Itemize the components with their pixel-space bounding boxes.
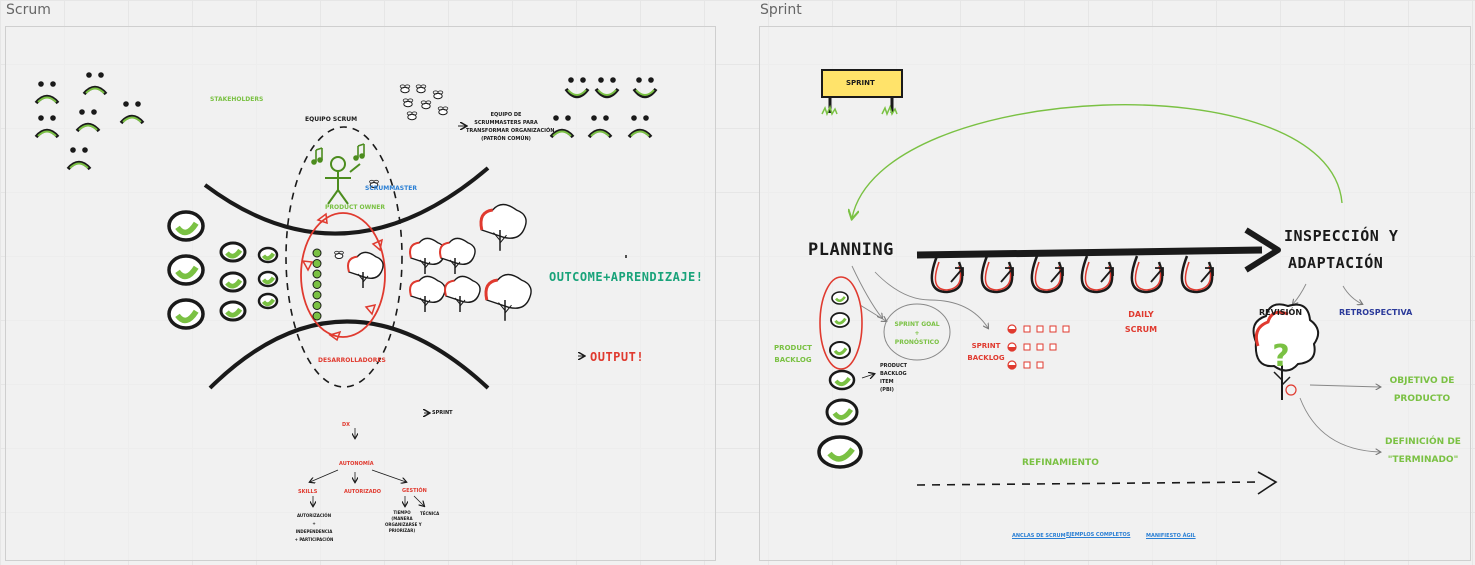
link-manifiesto-agil[interactable]: MANIFIESTO ÁGIL bbox=[1146, 533, 1196, 539]
gestion-sub-line2: (MANERA bbox=[391, 516, 413, 521]
stakeholder-faces-icon bbox=[34, 72, 145, 171]
label-autorizado: AUTORIZADO bbox=[344, 489, 382, 495]
label-desarrolladores: DESARROLLADORES bbox=[318, 357, 386, 364]
skills-sub-line1: AUTORIZACIÓN bbox=[296, 513, 332, 518]
sprint-backlog-line2: BACKLOG bbox=[967, 354, 1005, 362]
label-equipo-scrum: EQUIPO SCRUM bbox=[305, 116, 358, 123]
label-outcome: OUTCOME+APRENDIZAJE! bbox=[549, 270, 704, 284]
label-scrummaster: SCRUMMASTER bbox=[365, 185, 417, 192]
team-dashed-ellipse bbox=[285, 126, 403, 388]
label-skills-sub: AUTORIZACIÓN + INDEPENDENCIA + PARTICIPA… bbox=[293, 512, 335, 544]
product-backlog-items-icon bbox=[817, 291, 863, 469]
label-sprint-backlog: SPRINT BACKLOG bbox=[962, 340, 1010, 364]
label-output: OUTPUT! bbox=[590, 350, 645, 364]
label-dx: DX bbox=[342, 422, 351, 428]
label-gestion-sub: TIEMPO (MANERA ORGANIZARSE Y PRIORIZAR) bbox=[385, 510, 422, 534]
feedback-loop-arrow bbox=[852, 104, 1343, 218]
gestion-sub-line1: TIEMPO bbox=[393, 510, 411, 515]
label-objetivo-producto: OBJETIVO DE PRODUCTO bbox=[1382, 372, 1462, 408]
review-question-tree-icon: ? bbox=[1252, 303, 1320, 400]
definicion-line1: DEFINICIÓN DE bbox=[1385, 437, 1461, 447]
frame-title-sprint: Sprint bbox=[760, 2, 802, 18]
definicion-line2: "TERMINADO" bbox=[1387, 455, 1459, 465]
music-notes-icon bbox=[311, 143, 365, 165]
daily-line2: SCRUM bbox=[1124, 325, 1158, 334]
sprint-sign-icon bbox=[821, 69, 903, 117]
bees-icon bbox=[399, 84, 449, 121]
label-pbi: PRODUCT BACKLOG ITEM (PBI) bbox=[880, 362, 907, 394]
scrummasters-line1: SCRUMMASTERS PARA bbox=[474, 120, 538, 126]
label-stakeholders: STAKEHOLDERS bbox=[210, 96, 264, 103]
trees-outcome-icon bbox=[347, 203, 532, 321]
inspeccion-line2: ADAPTACIÓN bbox=[1288, 254, 1384, 272]
daily-scrum-loops-icon bbox=[930, 255, 1214, 294]
sprint-timeline-arrow bbox=[916, 246, 1263, 259]
equipo-de-line: EQUIPO DE bbox=[490, 112, 522, 118]
sprint-goal-circle bbox=[883, 303, 951, 361]
objetivo-line2: PRODUCTO bbox=[1393, 394, 1451, 404]
objetivo-line1: OBJETIVO DE bbox=[1389, 376, 1455, 386]
frame-sprint[interactable] bbox=[759, 26, 1471, 561]
label-equipo-scrummasters: EQUIPO DE SCRUMMASTERS PARA TRANSFORMAR … bbox=[466, 111, 555, 143]
sprint-goal-line2: + bbox=[914, 330, 920, 337]
inspeccion-line1: INSPECCIÓN Y bbox=[1284, 227, 1399, 245]
product-backlog-outline bbox=[819, 276, 863, 370]
scrum-backlog-items-icon bbox=[167, 210, 322, 330]
refinamiento-arrow bbox=[916, 481, 1263, 486]
sprint-cycle-icon bbox=[300, 212, 386, 338]
product-backlog-line2: BACKLOG bbox=[774, 356, 812, 364]
funnel-bottom-arc bbox=[208, 319, 490, 390]
cycle-bee-icon bbox=[334, 250, 344, 260]
label-product-owner: PRODUCT OWNER bbox=[325, 204, 386, 211]
gestion-sub-line4: PRIORIZAR) bbox=[388, 528, 416, 533]
label-inspeccion: INSPECCIÓN Y ADAPTACIÓN bbox=[1284, 223, 1398, 277]
label-autonomia: AUTONOMÍA bbox=[339, 461, 374, 467]
label-sprint-goal: SPRINT GOAL + PRONÓSTICO bbox=[888, 320, 946, 347]
skills-sub-line2: + bbox=[312, 521, 316, 526]
label-product-backlog: PRODUCT BACKLOG bbox=[766, 342, 820, 366]
label-gestion: GESTIÓN bbox=[402, 488, 427, 494]
label-retrospectiva: RETROSPECTIVA bbox=[1339, 308, 1413, 317]
label-sprint-small: SPRINT bbox=[432, 410, 453, 416]
pbi-line4: (PBI) bbox=[880, 387, 894, 393]
happy-faces-icon bbox=[549, 77, 658, 139]
scrummasters-line2: TRANSFORMAR ORGANIZACIÓN bbox=[466, 128, 555, 134]
scrummasters-line3: (PATRÓN COMÚN) bbox=[481, 136, 531, 142]
svg-text:?: ? bbox=[1272, 339, 1289, 374]
skills-sub-line4: + PARTICIPACIÓN bbox=[294, 537, 334, 542]
frame-scrum[interactable] bbox=[5, 26, 716, 561]
funnel-top-arc bbox=[203, 166, 490, 236]
label-daily-scrum: DAILY SCRUM bbox=[1118, 307, 1164, 337]
frame-title-scrum: Scrum bbox=[6, 2, 51, 18]
sprint-sign-label: SPRINT bbox=[846, 79, 875, 87]
pbi-line1: PRODUCT bbox=[880, 363, 908, 369]
gestion-sub-line3: ORGANIZARSE Y bbox=[385, 522, 422, 527]
label-planning: PLANNING bbox=[808, 240, 894, 260]
label-refinamiento: REFINAMIENTO bbox=[1022, 458, 1099, 468]
product-backlog-line1: PRODUCT bbox=[774, 344, 812, 352]
label-tecnica: TÉCNICA bbox=[420, 511, 440, 516]
daily-line1: DAILY bbox=[1128, 310, 1154, 319]
sprint-goal-line1: SPRINT GOAL bbox=[894, 321, 940, 328]
sprint-backlog-items-icon bbox=[1007, 324, 1070, 370]
pbi-line3: ITEM bbox=[880, 379, 894, 385]
label-definicion-terminado: DEFINICIÓN DE "TERMINADO" bbox=[1379, 433, 1467, 469]
skills-sub-line3: INDEPENDENCIA bbox=[295, 529, 333, 534]
sprint-backlog-line1: SPRINT bbox=[971, 342, 1001, 350]
link-anclas-de-scrum[interactable]: ANCLAS DE SCRUM bbox=[1012, 533, 1066, 539]
product-owner-figure-icon bbox=[325, 156, 361, 205]
sprint-goal-line3: PRONÓSTICO bbox=[894, 339, 940, 346]
scrummaster-bee-icon bbox=[369, 179, 379, 189]
label-revision: REVISIÓN bbox=[1259, 308, 1303, 317]
pbi-line2: BACKLOG bbox=[880, 371, 907, 377]
link-ejemplos-completos[interactable]: EJEMPLOS COMPLETOS bbox=[1066, 532, 1131, 538]
label-skills: SKILLS bbox=[298, 489, 318, 495]
